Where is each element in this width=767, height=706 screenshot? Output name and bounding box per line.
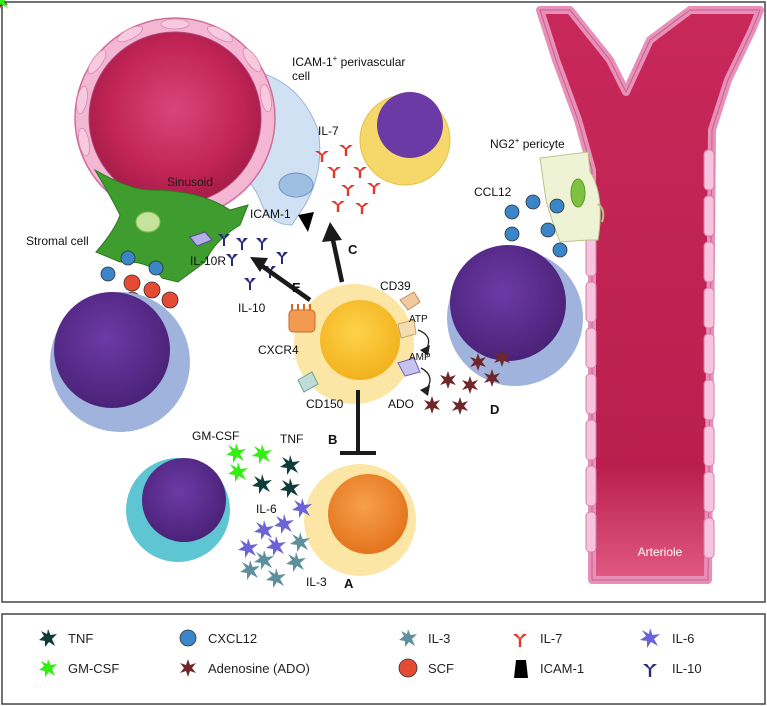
legend-gmcsf-icon (39, 659, 57, 677)
legend: TNF GM-CSF CXCL12 Adenosine (ADO) IL-3 S… (39, 628, 702, 678)
pathway-c-arrow (322, 222, 345, 283)
legend-il10-label: IL-10 (672, 661, 702, 676)
ng2-pericyte-label: NG2+ pericyte (490, 136, 565, 151)
legend-il10-icon (643, 664, 657, 677)
il10-label: IL-10 (238, 301, 266, 315)
legend-il3-label: IL-3 (428, 631, 450, 646)
il10r-receptor-icon (189, 231, 213, 247)
legend-il7-label: IL-7 (540, 631, 562, 646)
myeloid-progenitor (126, 458, 230, 562)
pathway-c-label: C (348, 242, 358, 257)
pathway-b-label: B (328, 432, 337, 447)
ado-label: ADO (388, 397, 414, 411)
legend-scf-label: SCF (428, 661, 454, 676)
svg-text:cell: cell (292, 69, 310, 83)
legend-cxcl12-label: CXCL12 (208, 631, 257, 646)
legend-il6-label: IL-6 (672, 631, 694, 646)
treg-cell (288, 284, 421, 404)
legend-icam1-icon (514, 660, 528, 678)
atp-label: ATP (409, 314, 428, 325)
gmcsf-molecules (0, 0, 272, 482)
il3-label: IL-3 (306, 575, 327, 589)
legend-il7-icon (513, 634, 527, 647)
pathway-e-arrow (250, 257, 312, 302)
quiescent-hsc (447, 245, 583, 386)
icam-perivascular-label: ICAM-1+ perivascular cell (292, 54, 405, 83)
activated-ctl (304, 464, 416, 576)
arteriole: Arteriole (536, 6, 764, 584)
cycling-hsc (50, 292, 190, 432)
legend-scf-icon (398, 658, 418, 678)
perivascular-nucleus (278, 172, 314, 198)
pathway-a-label: A (344, 576, 354, 591)
tnf-label: TNF (280, 432, 303, 446)
il10r-label: IL-10R (190, 254, 226, 268)
legend-adenosine-icon (180, 659, 196, 677)
icam1-wedge-icon (298, 212, 314, 232)
pathway-d-label: D (490, 402, 499, 417)
legend-tnf-label: TNF (68, 631, 93, 646)
legend-il3-icon (399, 629, 417, 647)
ng2-pericyte (539, 151, 605, 243)
amp-label: AMP (409, 352, 431, 363)
cd39-label: CD39 (380, 279, 411, 293)
legend-gmcsf-label: GM-CSF (68, 661, 119, 676)
pathway-b-inhibition (340, 390, 376, 455)
lymphoid-progenitor (359, 92, 451, 186)
cxcr4-label: CXCR4 (258, 343, 299, 357)
legend-icam1-label: ICAM-1 (540, 661, 584, 676)
sinusoid-label: Sinusoid (167, 175, 213, 189)
il7-label: IL-7 (318, 124, 339, 138)
ccl12-molecules (504, 194, 568, 258)
gmcsf-label: GM-CSF (192, 429, 239, 443)
legend-frame (1, 613, 766, 705)
legend-adenosine-label: Adenosine (ADO) (208, 661, 310, 676)
svg-text:ICAM-1+ perivascular: ICAM-1+ perivascular (292, 54, 405, 69)
sinusoid: Sinusoid (74, 17, 321, 226)
il6-label: IL-6 (256, 502, 277, 516)
cxcr4-receptor-icon (288, 304, 316, 333)
cd150-label: CD150 (306, 397, 344, 411)
pathway-e-label: E (292, 280, 301, 295)
icam1-label: ICAM-1 (250, 207, 291, 221)
stromal-cell-label: Stromal cell (26, 234, 89, 248)
arteriole-label: Arteriole (638, 545, 683, 559)
ccl12-label: CCL12 (474, 185, 512, 199)
legend-tnf-icon (39, 629, 57, 647)
legend-cxcl12-icon (179, 629, 197, 647)
legend-il6-icon (640, 628, 660, 648)
